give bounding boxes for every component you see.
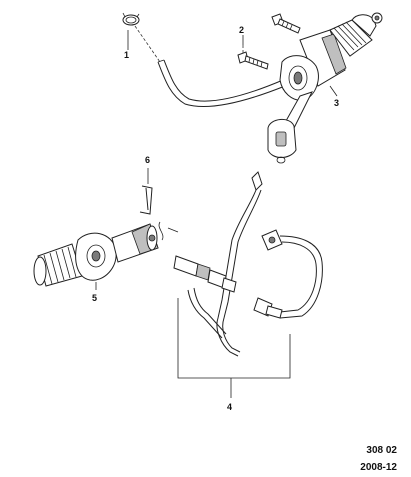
reservoir-feed-hose: [157, 59, 286, 107]
pipe-group-bracket: [177, 298, 291, 398]
clutch-slave-cylinder: [33, 223, 159, 287]
clip-leader-dashed: [134, 25, 161, 63]
hose-clip: [122, 12, 140, 26]
flexible-hose: [253, 229, 323, 319]
callout-5: 5: [92, 293, 97, 303]
retaining-clip: [139, 185, 153, 215]
diagram-revision-date: 2008-12: [360, 462, 397, 473]
callout-4: 4: [227, 402, 232, 412]
pipe-connector: [173, 255, 237, 293]
callout-2: 2: [239, 25, 244, 35]
leader-lines: [95, 30, 338, 290]
callout-3: 3: [334, 98, 339, 108]
callout-6: 6: [145, 155, 150, 165]
callout-1: 1: [124, 50, 129, 60]
diagram-reference-code: 308 02: [366, 445, 397, 456]
spring-clip: [158, 221, 179, 241]
mounting-bolt-left: [237, 51, 269, 70]
clutch-master-cylinder: [267, 12, 383, 164]
mounting-bolt-top: [271, 13, 301, 34]
hydraulic-pipe: [187, 171, 263, 357]
